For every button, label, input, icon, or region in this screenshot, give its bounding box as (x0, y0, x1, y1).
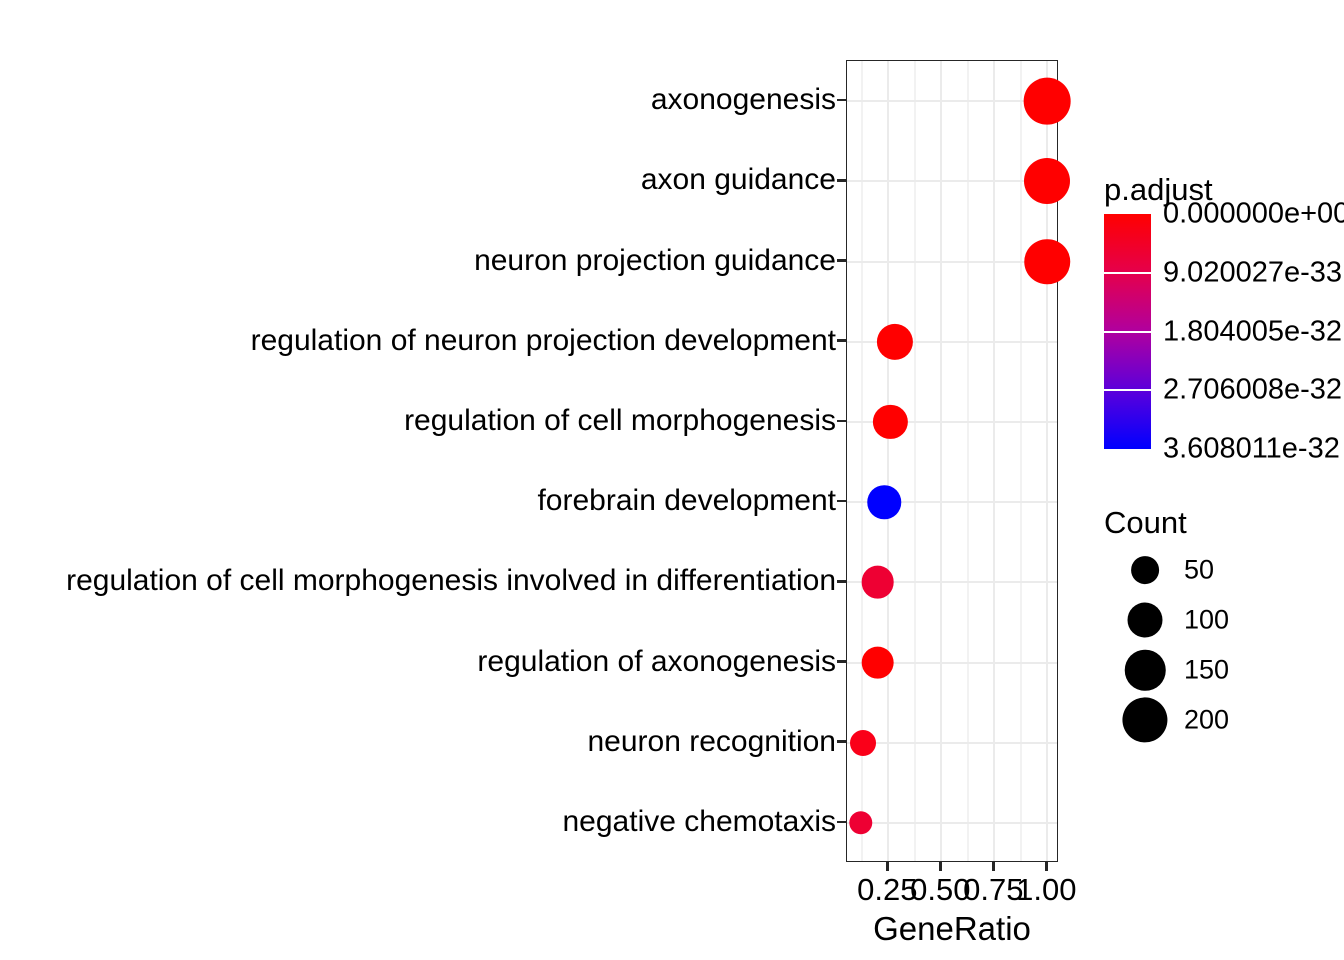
gridline-vertical-minor (861, 61, 863, 861)
y-axis-tick-mark (837, 580, 846, 583)
x-axis-tick-label: 0.75 (963, 872, 1024, 907)
y-axis-tick-label: neuron projection guidance (474, 243, 836, 277)
legend-count-title: Count (1104, 505, 1187, 540)
gridline-vertical-major (993, 61, 996, 861)
data-point-dot[interactable] (873, 404, 908, 440)
x-axis-tick-mark (886, 862, 889, 871)
gridline-horizontal-major (847, 100, 1057, 103)
y-axis-tick-mark (837, 259, 846, 262)
data-point-dot[interactable] (861, 646, 895, 679)
x-axis-tick-label: 0.25 (857, 872, 918, 907)
data-point-dot[interactable] (861, 565, 895, 599)
gridline-horizontal-major (847, 260, 1057, 263)
x-axis-tick-mark (939, 862, 942, 871)
count-legend-label: 200 (1184, 704, 1230, 735)
gridline-horizontal-major (847, 581, 1057, 584)
count-legend-label: 50 (1184, 554, 1215, 585)
padjust-legend-label: 9.020027e-33 (1163, 256, 1342, 289)
padjust-legend-tick (1104, 330, 1151, 333)
y-axis-tick-mark (837, 339, 846, 342)
y-axis-tick-mark (837, 499, 846, 503)
x-axis-tick-mark (992, 862, 995, 871)
count-legend-label: 100 (1184, 604, 1230, 635)
gridline-vertical-minor (914, 61, 916, 861)
legend-padjust-title: p.adjust (1104, 172, 1213, 207)
x-axis-title: GeneRatio (873, 910, 1031, 947)
gridline-vertical-major (887, 61, 890, 861)
padjust-legend-label: 3.608011e-32 (1163, 432, 1340, 465)
y-axis-tick-label: axon guidance (640, 163, 836, 197)
count-legend-dot (1131, 556, 1159, 584)
x-axis-tick-label: 1.00 (1016, 872, 1077, 907)
y-axis-tick-mark (837, 820, 846, 824)
y-axis-tick-mark (837, 740, 846, 743)
data-point-dot[interactable] (1023, 77, 1071, 125)
data-point-dot[interactable] (867, 485, 901, 519)
y-axis-tick-label: regulation of cell morphogenesis (404, 403, 836, 437)
x-axis-tick-mark (1045, 862, 1048, 871)
plot-panel (846, 60, 1071, 862)
padjust-legend-label: 2.706008e-32 (1163, 373, 1342, 406)
gridline-horizontal-major (847, 661, 1057, 664)
x-axis-tick-label: 0.50 (910, 872, 971, 907)
gridline-vertical-minor (967, 61, 969, 861)
data-point-dot[interactable] (849, 811, 873, 835)
data-point-dot[interactable] (1024, 238, 1071, 285)
y-axis-tick-label: regulation of neuron projection developm… (250, 323, 836, 357)
gridline-horizontal-major (847, 180, 1057, 183)
y-axis-tick-label: axonogenesis (650, 83, 836, 117)
data-point-dot[interactable] (876, 323, 913, 360)
y-axis-tick-mark (837, 179, 846, 182)
gridline-vertical-major (940, 61, 943, 861)
padjust-legend-tick (1104, 389, 1151, 392)
gridline-horizontal-major (847, 340, 1057, 343)
y-axis-tick-mark (837, 660, 846, 663)
data-point-dot[interactable] (849, 729, 876, 756)
gridline-horizontal-major (847, 741, 1057, 744)
gridline-horizontal-major (847, 420, 1057, 423)
count-legend-dot (1127, 602, 1163, 638)
padjust-legend-label: 0.000000e+00 (1163, 197, 1344, 230)
padjust-legend-tick (1104, 271, 1151, 274)
gridline-horizontal-major (847, 501, 1057, 504)
gridline-vertical-major (1046, 61, 1049, 861)
gridline-vertical-minor (1020, 61, 1022, 861)
count-legend-dot (1124, 649, 1166, 691)
y-axis-tick-mark (837, 419, 846, 423)
gridline-horizontal-major (847, 821, 1057, 824)
y-axis-tick-label: forebrain development (537, 484, 836, 518)
count-legend-label: 150 (1184, 654, 1230, 685)
padjust-legend-label: 1.804005e-32 (1163, 315, 1342, 347)
y-axis-tick-mark (837, 98, 846, 102)
y-axis-tick-label: negative chemotaxis (562, 804, 837, 838)
y-axis-tick-label: regulation of cell morphogenesis involve… (66, 564, 836, 598)
y-axis-tick-label: regulation of axonogenesis (477, 644, 836, 678)
count-legend-dot (1122, 697, 1168, 743)
y-axis-tick-label: neuron recognition (587, 724, 836, 758)
data-point-dot[interactable] (1024, 158, 1071, 205)
